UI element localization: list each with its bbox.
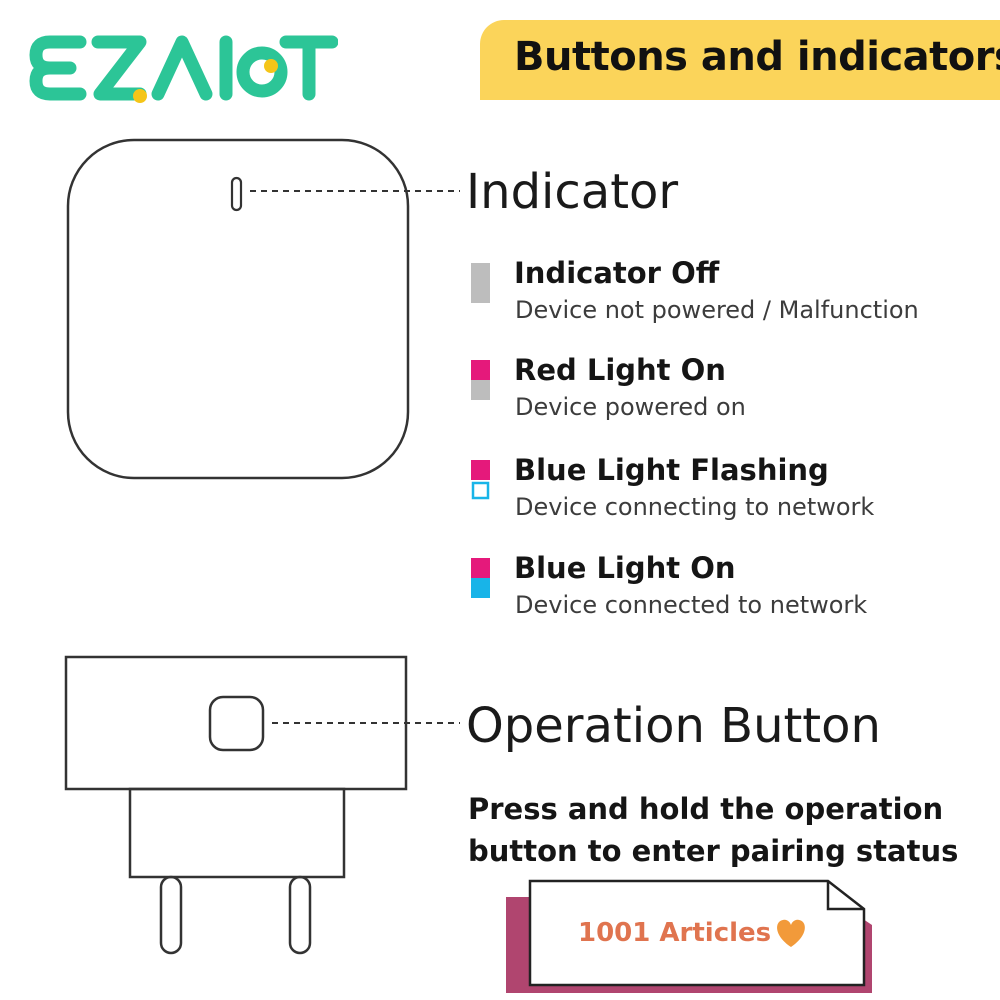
plug-base <box>128 787 346 879</box>
operation-heading: Operation Button <box>466 698 881 754</box>
status-swatch <box>471 263 490 303</box>
plug-pin-left <box>159 875 183 955</box>
status-swatch <box>471 558 490 598</box>
note-paper <box>528 879 866 987</box>
device-side-view <box>64 655 408 791</box>
swatch-bottom <box>471 578 490 598</box>
ezaiot-logo <box>29 35 338 103</box>
swatch-top <box>471 360 490 380</box>
status-title: Red Light On <box>514 353 726 387</box>
watermark-text: 1001 Articles <box>578 918 772 948</box>
status-description: Device not powered / Malfunction <box>515 296 919 324</box>
device-front-view <box>66 138 410 480</box>
status-title: Indicator Off <box>514 256 720 290</box>
status-title: Blue Light On <box>514 551 736 585</box>
swatch-bottom <box>471 283 490 303</box>
status-item-blue-on <box>470 557 492 603</box>
indicator-light <box>230 176 243 212</box>
plug-pin-right <box>288 875 312 955</box>
swatch-top <box>471 460 490 480</box>
status-item-blue-flashing <box>470 459 492 505</box>
swatch-top <box>471 263 490 283</box>
header-title: Buttons and indicators <box>514 34 1000 80</box>
status-description: Device connected to network <box>515 591 868 619</box>
status-description: Device powered on <box>515 393 746 421</box>
header-banner <box>480 20 1000 100</box>
swatch-top <box>471 558 490 578</box>
status-description: Device connecting to network <box>515 493 875 521</box>
watermark-note <box>506 879 872 993</box>
status-item-off <box>470 262 492 308</box>
status-swatch <box>471 360 490 400</box>
swatch-bottom <box>471 481 490 500</box>
status-item-red <box>470 359 492 405</box>
swatch-bottom <box>471 380 490 400</box>
note-fold <box>826 881 864 911</box>
heart-icon <box>777 919 805 947</box>
indicator-heading: Indicator <box>466 164 679 220</box>
status-title: Blue Light Flashing <box>514 453 829 487</box>
status-swatch <box>471 460 490 500</box>
operation-button <box>208 695 265 752</box>
operation-description: Press and hold the operation button to e… <box>468 792 959 868</box>
